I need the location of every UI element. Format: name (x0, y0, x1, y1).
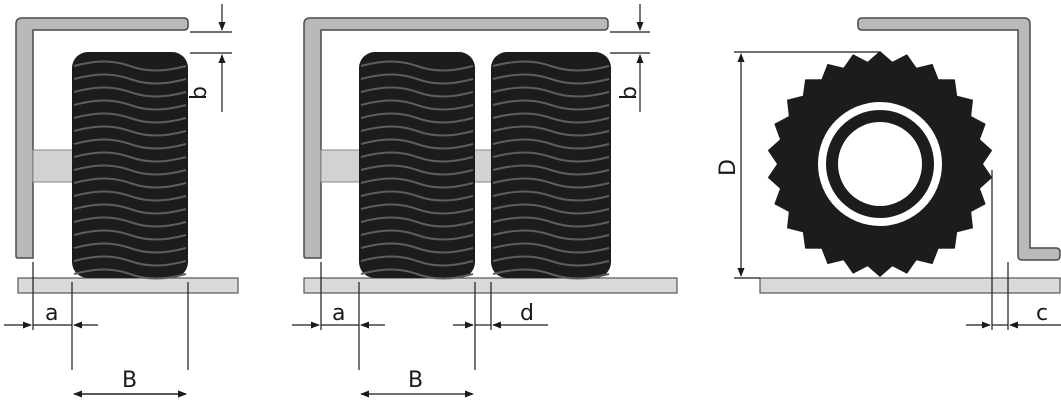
tread-line (360, 60, 474, 72)
tread-line (360, 255, 474, 267)
tread-line (360, 125, 474, 137)
tread-line (73, 151, 187, 163)
tread-line (492, 125, 610, 137)
tread-line (360, 203, 474, 215)
label-d: d (520, 301, 534, 326)
tread-line (73, 268, 187, 280)
tread-line (73, 255, 187, 267)
label-D: D (716, 159, 741, 176)
tread-line (492, 151, 610, 163)
tread-line (73, 60, 187, 72)
tread-line (73, 203, 187, 215)
tread-line (360, 190, 474, 202)
tread-line (73, 190, 187, 202)
tread-line (73, 216, 187, 228)
axle (32, 149, 74, 183)
tread-line (73, 242, 187, 254)
tread-line (360, 151, 474, 163)
tread-line (492, 190, 610, 202)
tread-line (492, 99, 610, 111)
tread-line (360, 268, 474, 280)
dimension-b (610, 4, 650, 112)
tread-line (73, 164, 187, 176)
label-B: B (122, 368, 137, 393)
tread-line (492, 60, 610, 72)
tire-side (767, 51, 993, 277)
tread-line (360, 86, 474, 98)
fender-frame (303, 17, 609, 259)
tread-line (360, 242, 474, 254)
tread-line (492, 242, 610, 254)
dimension-c (966, 170, 1061, 330)
tread-line (360, 112, 474, 124)
panel-dual-tire: b a d B (292, 4, 678, 398)
tread-line (492, 164, 610, 176)
tread-line (73, 99, 187, 111)
label-b: b (187, 86, 212, 100)
tread-line (492, 112, 610, 124)
tread-line (360, 216, 474, 228)
tread-line (492, 268, 610, 280)
tread-line (360, 73, 474, 85)
label-a: a (332, 301, 345, 326)
tire-inner (359, 52, 475, 280)
tread-line (73, 125, 187, 137)
tread-line (73, 138, 187, 150)
dimension-a (4, 262, 98, 370)
tread-line (360, 229, 474, 241)
label-b: b (617, 86, 642, 100)
dimension-D (734, 51, 880, 279)
ground-plate (17, 277, 239, 294)
fender-frame (15, 17, 189, 259)
ground-plate (759, 277, 1061, 294)
tread-line (492, 216, 610, 228)
panel-single-tire: b a B (4, 4, 239, 398)
tread-line (492, 177, 610, 189)
tread-line (73, 86, 187, 98)
tread-line (360, 138, 474, 150)
tread-line (492, 86, 610, 98)
tread-line (360, 177, 474, 189)
tread-line (492, 255, 610, 267)
panel-side-view: D c (716, 17, 1061, 330)
dimension-d (453, 282, 548, 370)
tread-line (73, 112, 187, 124)
tire (72, 52, 188, 280)
dimension-b (190, 4, 232, 112)
fender-frame (857, 17, 1061, 261)
tread-line (73, 73, 187, 85)
dimension-B (73, 282, 189, 398)
label-B: B (408, 368, 423, 393)
tread-line (492, 73, 610, 85)
tread-line (492, 138, 610, 150)
dimension-a (292, 262, 385, 370)
tread-line (73, 177, 187, 189)
tread-line (360, 164, 474, 176)
tread-line (73, 229, 187, 241)
tread-line (492, 229, 610, 241)
tire-outer (491, 52, 611, 280)
label-a: a (45, 301, 58, 326)
tread-line (360, 99, 474, 111)
label-c: c (1036, 301, 1048, 326)
tread-line (492, 203, 610, 215)
